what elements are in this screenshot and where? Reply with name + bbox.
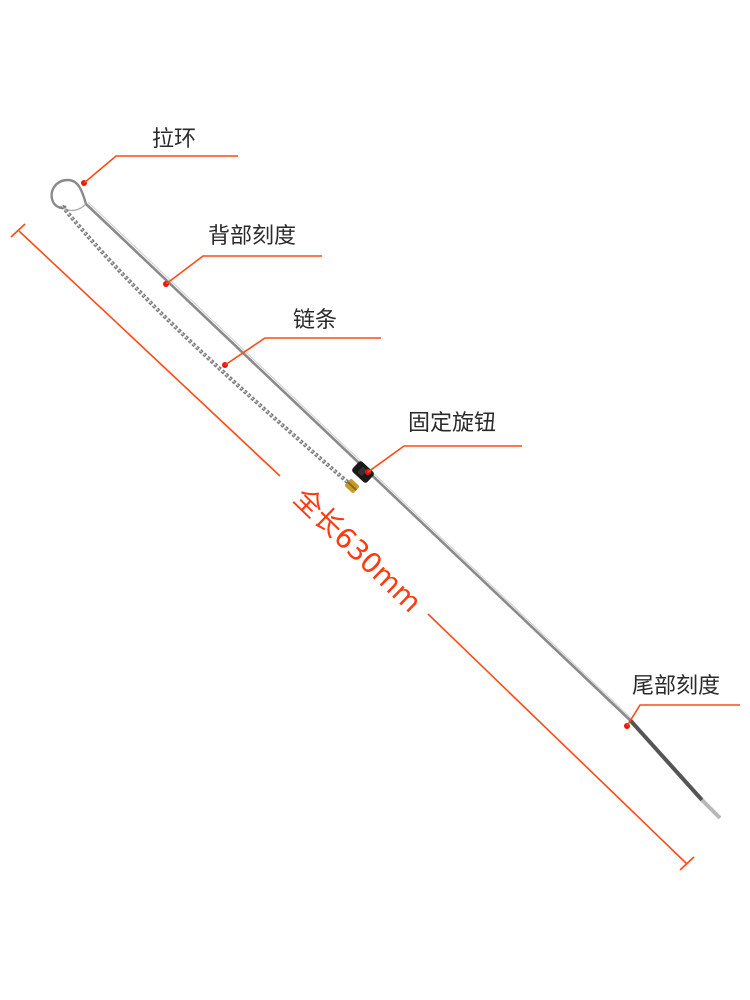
label-back-scale: 背部刻度 [208,224,296,249]
callout-back-scale: 背部刻度 [163,224,322,287]
label-fixing-knob: 固定旋钮 [408,411,496,436]
pull-ring [50,178,88,209]
label-chain: 链条 [293,308,337,333]
length-dimension: 全长630mm [10,223,695,871]
rod-tip [700,798,722,820]
rod-assembly [50,178,722,820]
callout-pull-ring: 拉环 [81,127,238,186]
chain [60,204,354,488]
callout-tail-scale: 尾部刻度 [624,674,740,729]
label-tail-scale: 尾部刻度 [632,674,720,699]
rod-tail [628,718,704,802]
callout-fixing-knob: 固定旋钮 [365,411,522,475]
total-length-label: 全长630mm [287,481,428,619]
label-pull-ring: 拉环 [152,127,196,152]
fixing-knob [352,461,374,483]
callout-chain: 链条 [222,308,381,368]
brass-fitting [345,479,359,493]
